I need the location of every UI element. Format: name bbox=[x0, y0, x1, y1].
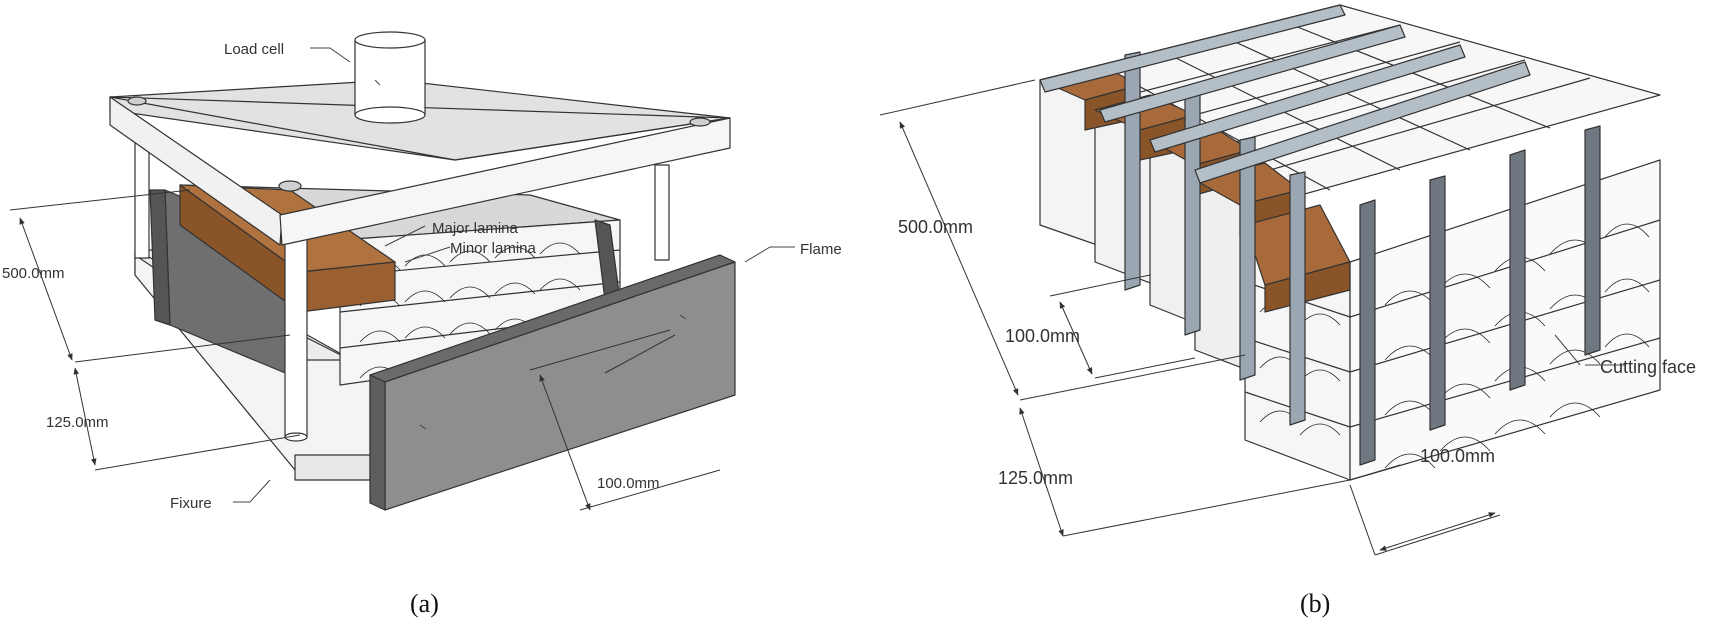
block-grain-rings bbox=[1259, 223, 1650, 469]
dim-b-length: 500.0mm bbox=[898, 217, 973, 237]
label-major-lamina: Major lamina bbox=[432, 220, 519, 237]
label-fixure: Fixure bbox=[170, 495, 212, 512]
label-flame: Flame bbox=[800, 241, 842, 258]
dim-a-width: 100.0mm bbox=[597, 475, 660, 492]
dim-a-length: 500.0mm bbox=[2, 265, 65, 282]
caption-a: (a) bbox=[410, 589, 439, 618]
label-minor-lamina: Minor lamina bbox=[450, 240, 537, 257]
dim-a-height: 125.0mm bbox=[46, 414, 109, 431]
cutting-blades bbox=[1039, 4, 1601, 466]
caption-b: (b) bbox=[1300, 589, 1330, 618]
load-cell bbox=[354, 31, 426, 124]
leaders-b bbox=[1554, 334, 1625, 366]
dimensions-a bbox=[9, 189, 721, 511]
dim-b-block-depth: 100.0mm bbox=[1420, 446, 1495, 466]
support-posts bbox=[134, 137, 670, 442]
dim-b-height: 125.0mm bbox=[998, 468, 1073, 488]
label-cutting-face: Cutting face bbox=[1600, 357, 1696, 377]
dim-b-block-width: 100.0mm bbox=[1005, 326, 1080, 346]
leaders-a bbox=[233, 47, 795, 503]
panel-a-test-setup: Load cell Major lamina Minor lamina Flam… bbox=[2, 31, 842, 618]
top-plate bbox=[109, 79, 731, 246]
dimensions-b bbox=[879, 79, 1501, 556]
label-load-cell: Load cell bbox=[224, 41, 284, 58]
panel-b-cutting-layout: 500.0mm 100.0mm 125.0mm 100.0mm Cutting … bbox=[879, 4, 1696, 618]
